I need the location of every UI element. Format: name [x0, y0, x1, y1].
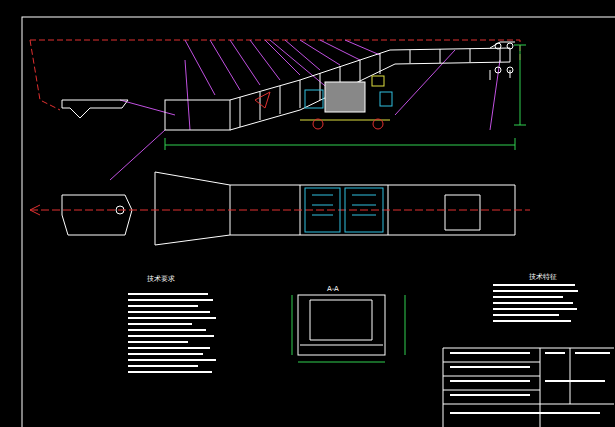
drawing-label: A-A — [326, 286, 340, 293]
drawing-label: 技术特征 — [528, 274, 558, 281]
drawing-label: 技术要求 — [146, 276, 176, 283]
